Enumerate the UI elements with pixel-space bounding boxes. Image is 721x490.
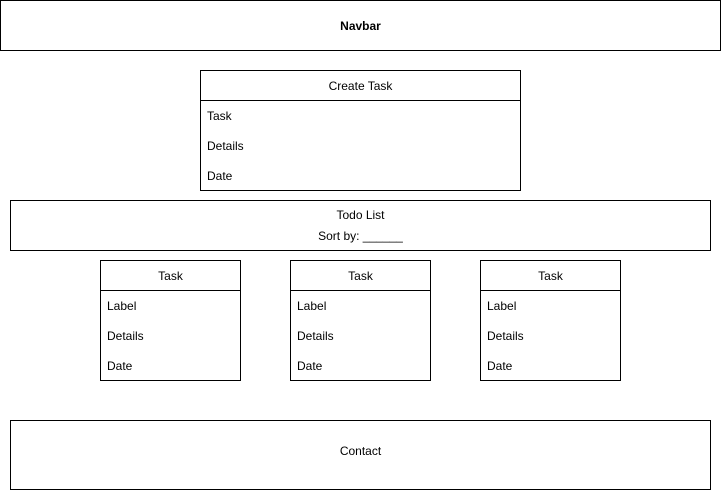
task-card-label: Label (297, 299, 327, 313)
task-card-date: Date (107, 359, 133, 373)
task-card-label: Label (487, 299, 517, 313)
create-task-panel: Create Task Task Details Date (200, 70, 521, 191)
navbar-label: Navbar (340, 18, 381, 33)
task-card-details: Details (487, 329, 524, 343)
task-card-title: Task (481, 261, 620, 291)
create-task-title: Create Task (201, 71, 520, 101)
task-card-title: Task (291, 261, 430, 291)
task-card[interactable]: Task Label Details Date (480, 260, 621, 381)
task-card-label: Label (107, 299, 137, 313)
todo-list-title: Todo List (336, 207, 385, 222)
sort-by-control[interactable]: Sort by: ______ (318, 228, 403, 243)
contact-label: Contact (339, 443, 382, 458)
task-card-date: Date (297, 359, 323, 373)
contact-section: Contact (10, 420, 711, 490)
task-card-date: Date (487, 359, 513, 373)
create-task-field-date[interactable]: Date (207, 169, 233, 183)
task-card[interactable]: Task Label Details Date (100, 260, 241, 381)
todo-list-header: Todo List Sort by: ______ (10, 200, 711, 251)
task-card[interactable]: Task Label Details Date (290, 260, 431, 381)
create-task-field-details[interactable]: Details (207, 139, 244, 153)
navbar: Navbar (0, 0, 721, 51)
create-task-field-task[interactable]: Task (207, 109, 232, 123)
task-card-details: Details (297, 329, 334, 343)
task-card-title: Task (101, 261, 240, 291)
task-card-details: Details (107, 329, 144, 343)
